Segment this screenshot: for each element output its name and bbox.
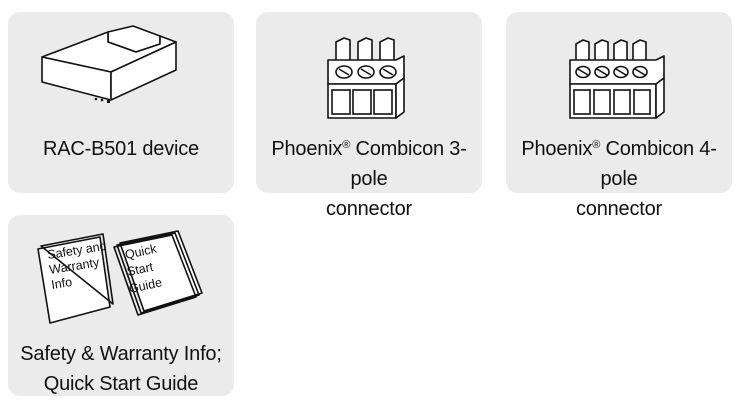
svg-text:Guide: Guide: [128, 275, 164, 296]
item-card-documents: Safety and Warranty Info Quick Start Gui…: [8, 215, 234, 396]
caption-product: Combicon 3-pole: [350, 138, 467, 190]
svg-text:Info: Info: [50, 275, 73, 292]
documents-illustration: Safety and Warranty Info Quick Start Gui…: [8, 215, 234, 335]
caption-line2: connector: [575, 198, 663, 220]
doc2-line: Quick: [124, 241, 159, 261]
documents-icon: Safety and Warranty Info Quick Start Gui…: [37, 230, 203, 324]
device-icon: [41, 25, 177, 103]
device-illustration: [8, 12, 234, 132]
connector-4pole-icon: [569, 39, 665, 119]
caption-brand: Phoenix: [521, 138, 593, 160]
doc2-line: Start: [126, 260, 155, 279]
item-card-4pole-connector: Phoenix® Combicon 4-pole connector: [506, 12, 732, 220]
caption-line2: connector: [325, 198, 413, 220]
connector-4pole-illustration: [506, 12, 732, 132]
registered-mark: ®: [342, 139, 351, 151]
caption-brand: Phoenix: [271, 138, 343, 160]
3pole-connector-caption: Phoenix® Combicon 3-pole connector: [256, 134, 482, 224]
4pole-connector-caption: Phoenix® Combicon 4-pole connector: [506, 134, 732, 224]
connector-3pole-illustration: [256, 12, 482, 132]
svg-text:Quick: Quick: [124, 241, 159, 261]
item-card-device: RAC-B501 device: [8, 12, 234, 193]
caption-line1: Safety & Warranty Info;: [20, 343, 222, 365]
svg-text:Start: Start: [126, 260, 155, 279]
doc1-line: Info: [50, 275, 73, 292]
registered-mark: ®: [592, 139, 601, 151]
item-card-3pole-connector: Phoenix® Combicon 3-pole connector: [256, 12, 482, 220]
device-caption: RAC-B501 device: [43, 138, 199, 160]
connector-3pole-icon: [327, 37, 405, 119]
documents-caption: Safety & Warranty Info; Quick Start Guide: [8, 339, 234, 399]
doc2-line: Guide: [128, 275, 164, 296]
caption-line2: Quick Start Guide: [43, 373, 199, 395]
doc2-text: Quick Start Guide: [124, 241, 164, 295]
caption-product: Combicon 4-pole: [600, 138, 717, 190]
